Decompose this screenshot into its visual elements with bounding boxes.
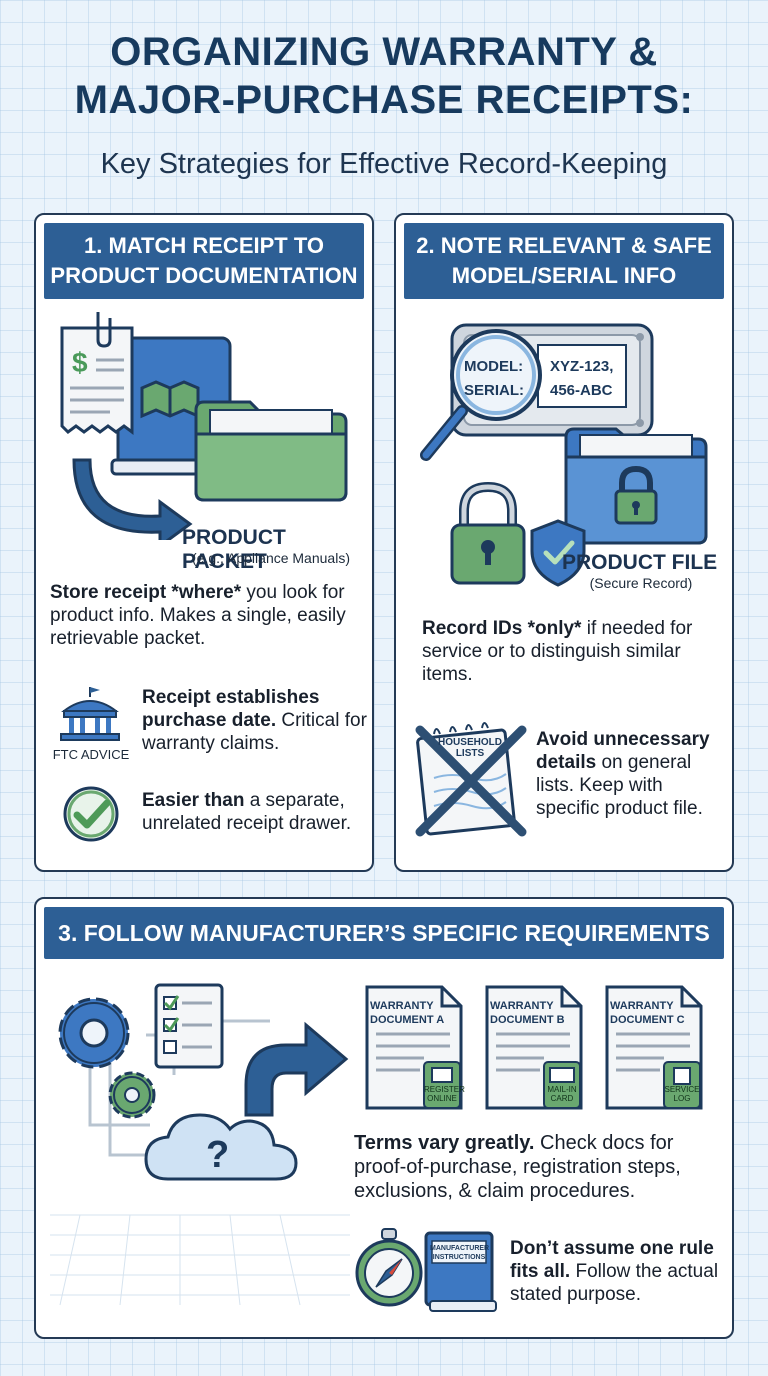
doc-a-title-line-2: DOCUMENT A	[370, 1014, 445, 1026]
notepad-icon	[415, 722, 527, 837]
section-1-point-3-rest: a separate, unrelated receipt drawer.	[142, 790, 352, 834]
section-2-point-2-bold: Avoid unnecessary details	[536, 729, 710, 773]
book-label: MANUFACTURER INSTRUCTIONS	[430, 1244, 490, 1262]
title-line-2: MAJOR-PURCHASE RECEIPTS:	[74, 78, 694, 122]
section-2-heading-line-2: MODEL/SERIAL INFO	[451, 263, 677, 288]
doc-a-badge-line-2: ONLINE	[427, 1094, 457, 1103]
doc-a-title-line-1: WARRANTY	[370, 1000, 434, 1012]
doc-b-title: WARRANTY DOCUMENT B	[490, 999, 574, 1027]
checklist-icon	[154, 983, 224, 1069]
section-2-point-1-bold: Record IDs *only*	[422, 618, 582, 639]
section-1-point-1: Store receipt *where* you look for produ…	[50, 581, 366, 650]
notepad-label: HOUSEHOLD LISTS	[430, 737, 510, 759]
doc-b-badge: MAIL-IN CARD	[544, 1085, 580, 1103]
section-2-panel: 2. NOTE RELEVANT & SAFE MODEL/SERIAL INF…	[394, 213, 734, 872]
shield-icon	[530, 519, 586, 587]
document-icon	[485, 985, 583, 1110]
requirements-illustration: ?	[50, 983, 350, 1306]
doc-b-badge-line-1: MAIL-IN	[547, 1085, 577, 1094]
notepad-label-line-1: HOUSEHOLD	[438, 737, 502, 748]
doc-c-badge: SERVICE LOG	[664, 1085, 700, 1103]
book-label-line-2: INSTRUCTIONS	[432, 1254, 486, 1261]
doc-a-title: WARRANTY DOCUMENT A	[370, 999, 454, 1027]
model-label: MODEL:	[464, 358, 523, 375]
courthouse-icon	[60, 687, 120, 741]
section-1-point-2: Receipt establishes purchase date. Criti…	[142, 686, 368, 755]
folder-icon	[194, 400, 348, 502]
serial-value: 456-ABC	[550, 382, 613, 399]
cloud-question-mark: ?	[206, 1134, 229, 1176]
section-3-point-2-bold: Don’t assume one rule fits all.	[510, 1238, 714, 1282]
compass-icon	[355, 1228, 423, 1307]
section-1-point-1-rest: you look for product info. Makes a singl…	[50, 582, 346, 649]
book-label-line-1: MANUFACTURER	[430, 1245, 490, 1252]
model-serial-illustration: MODEL: SERIAL: XYZ-123, 456-ABC	[420, 323, 708, 587]
product-file-label: PRODUCT FILE	[562, 551, 718, 574]
section-2-point-1-rest: if needed for service or to distinguish …	[422, 618, 693, 685]
section-1-point-2-bold: Receipt establishes purchase date.	[142, 687, 320, 731]
title-line-1: ORGANIZING WARRANTY &	[110, 30, 658, 74]
product-packet-label: PRODUCT PACKET	[182, 526, 286, 573]
document-icon	[365, 985, 463, 1110]
section-2-point-1: Record IDs *only* if needed for service …	[422, 617, 722, 686]
doc-a-badge: REGISTER ONLINE	[424, 1085, 465, 1103]
doc-c-badge-line-2: LOG	[673, 1094, 691, 1103]
doc-a-badge-line-1: REGISTER	[424, 1085, 465, 1094]
doc-c-title-line-1: WARRANTY	[610, 1000, 674, 1012]
section-2-heading-line-1: 2. NOTE RELEVANT & SAFE	[416, 233, 712, 258]
folder-icon	[564, 427, 708, 545]
product-packet-sublabel: (e.g., Appliance Manuals)	[192, 550, 350, 566]
section-1-panel: 1. MATCH RECEIPT TO PRODUCT DOCUMENTATIO…	[34, 213, 374, 872]
section-1-point-2-rest: Critical for warranty claims.	[142, 710, 367, 754]
gear-icon	[58, 997, 130, 1069]
gear-icon	[108, 1071, 156, 1119]
page-title: ORGANIZING WARRANTY & MAJOR-PURCHASE REC…	[0, 28, 768, 124]
doc-c-title-line-2: DOCUMENT C	[610, 1014, 685, 1026]
arrow-icon	[244, 1021, 349, 1117]
model-value: XYZ-123,	[550, 358, 613, 375]
doc-c-badge-line-1: SERVICE	[664, 1085, 700, 1094]
book-icon	[424, 1231, 497, 1312]
arrow-icon	[72, 458, 193, 540]
notepad-label-line-2: LISTS	[455, 748, 485, 759]
section-1-heading: 1. MATCH RECEIPT TO PRODUCT DOCUMENTATIO…	[44, 223, 364, 299]
section-3-point-2-rest: Follow the actual stated purpose.	[510, 1261, 719, 1305]
section-1-point-3: Easier than a separate, unrelated receip…	[142, 789, 368, 835]
section-2-point-2: Avoid unnecessary details on general lis…	[536, 728, 726, 820]
doc-b-title-line-2: DOCUMENT B	[490, 1014, 565, 1026]
section-3-point-1-bold: Terms vary greatly.	[354, 1132, 535, 1154]
document-icon	[605, 985, 703, 1110]
section-1-point-1-bold: Store receipt *where*	[50, 582, 242, 603]
doc-c-title: WARRANTY DOCUMENT C	[610, 999, 694, 1027]
padlock-icon	[450, 481, 526, 585]
doc-b-title-line-1: WARRANTY	[490, 1000, 554, 1012]
section-3-point-2: Don’t assume one rule fits all. Follow t…	[510, 1237, 728, 1306]
section-1-heading-line-1: 1. MATCH RECEIPT TO	[84, 233, 324, 258]
section-3-panel: 3. FOLLOW MANUFACTURER’S SPECIFIC REQUIR…	[34, 897, 734, 1339]
section-1-heading-line-2: PRODUCT DOCUMENTATION	[50, 263, 358, 288]
checkmark-icon	[63, 786, 119, 842]
ftc-advice-label: FTC ADVICE	[52, 747, 130, 762]
section-2-heading: 2. NOTE RELEVANT & SAFE MODEL/SERIAL INF…	[404, 223, 724, 299]
cloud-icon	[144, 1113, 298, 1181]
section-2-point-2-rest: on general lists. Keep with specific pro…	[536, 752, 703, 819]
receipt-dollar-sign: $	[72, 347, 88, 378]
serial-label: SERIAL:	[464, 382, 524, 399]
section-1-point-3-bold: Easier than	[142, 790, 245, 811]
receipt-icon	[60, 312, 134, 435]
page-subtitle: Key Strategies for Effective Record-Keep…	[100, 148, 668, 180]
doc-b-badge-line-2: CARD	[550, 1094, 574, 1103]
section-3-point-1: Terms vary greatly. Check docs for proof…	[354, 1131, 728, 1203]
product-file-sublabel: (Secure Record)	[589, 575, 693, 591]
section-3-heading: 3. FOLLOW MANUFACTURER’S SPECIFIC REQUIR…	[44, 907, 724, 959]
section-3-point-1-rest: Check docs for proof-of-purchase, regist…	[354, 1132, 681, 1202]
magnifier-icon	[420, 329, 542, 461]
product-packet-illustration: $	[60, 312, 348, 540]
